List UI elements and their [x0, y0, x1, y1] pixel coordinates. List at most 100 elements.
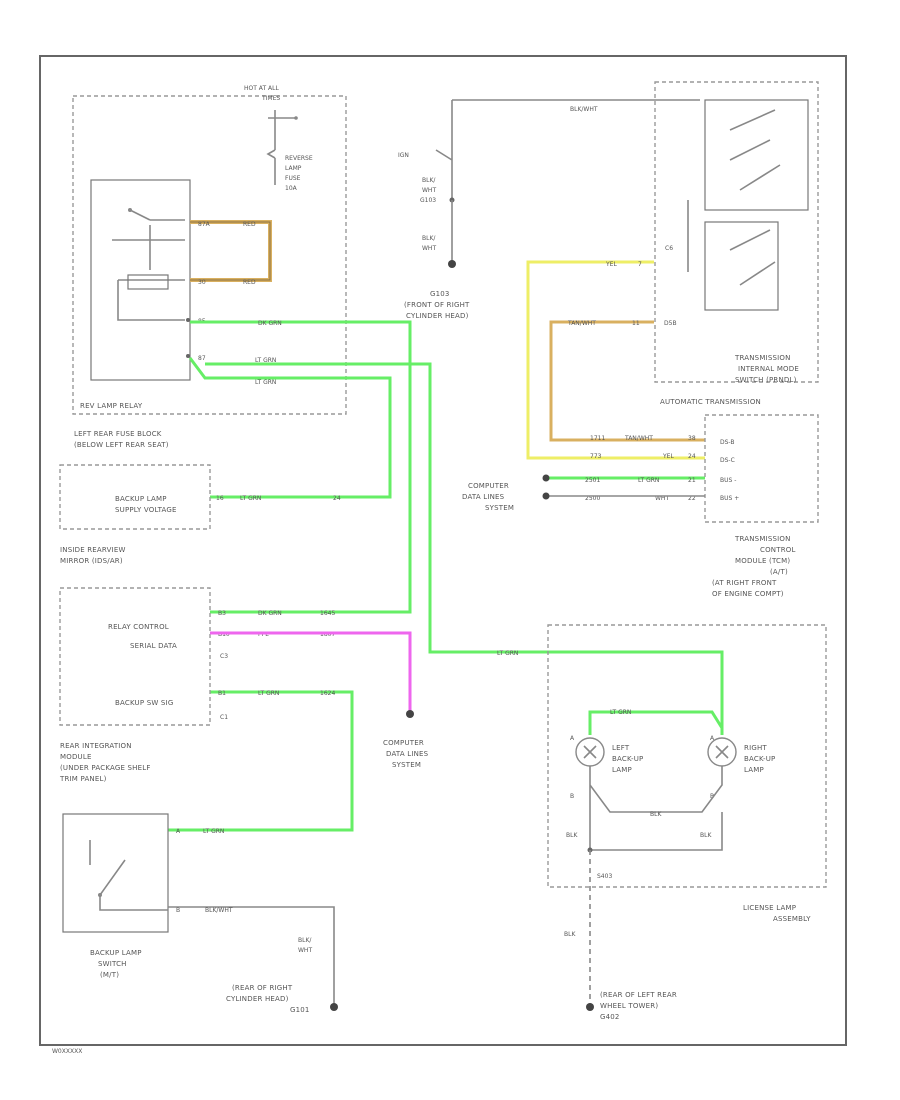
- wire-red-2: RED: [243, 279, 256, 286]
- relay-control-label: RELAY CONTROL: [108, 623, 169, 631]
- bus-minus-terminal: [542, 474, 550, 482]
- rim-wire-lt-grn: LT GRN: [258, 690, 279, 697]
- bus-plus-terminal: [542, 492, 550, 500]
- transmission-range-label: TRANSMISSION INTERNAL MODE SWITCH (PRNDL…: [734, 354, 801, 384]
- lt-grn-backup-lamp-feed: [205, 362, 724, 735]
- pin-7: 7: [638, 261, 642, 268]
- g402-ground: [586, 1003, 594, 1011]
- internal-mode-switch-a: [704, 99, 809, 211]
- dk-grn-relay-control-wire: [190, 320, 412, 614]
- backup-lamp-switch-box: [62, 813, 169, 933]
- pin-87a: 87A: [198, 221, 211, 228]
- ppl-serial-data-wire: [210, 631, 412, 712]
- left-lamp-pin-b: B: [570, 793, 574, 800]
- left-backup-lamp-label: LEFT BACK-UP LAMP: [612, 744, 646, 774]
- tcm-circuit-24: 24: [688, 453, 696, 460]
- tcm-terminal-bus-plus: BUS +: [720, 495, 739, 502]
- mirror-wire-color: LT GRN: [240, 495, 261, 502]
- blk-lamp-ground-wires: [589, 766, 723, 851]
- rim-pin-b3: B3: [218, 610, 226, 617]
- right-backup-lamp-label: RIGHT BACK-UP LAMP: [744, 744, 778, 774]
- g402-label: (REAR OF LEFT REAR WHEEL TOWER) G402: [600, 991, 679, 1021]
- relay-pin-87-dot: [186, 354, 190, 358]
- left-lamp-feed-label: LT GRN: [610, 709, 631, 716]
- automatic-transmission-label: AUTOMATIC TRANSMISSION: [660, 398, 761, 406]
- tcm-terminal-ds-b: DS-B: [720, 439, 735, 446]
- pin-d5b: D5B: [664, 320, 677, 327]
- blk-wht-top-wire: [435, 99, 700, 200]
- tcm-circuit-21: 21: [688, 477, 696, 484]
- computer-data-lines-label: COMPUTER DATA LINES SYSTEM: [383, 739, 431, 769]
- switch-pin-b: B: [176, 907, 180, 914]
- right-lamp-pin-a: A: [710, 735, 715, 742]
- pin-30: 30: [198, 279, 206, 286]
- tcm-wire-lt-grn: LT GRN: [638, 477, 659, 484]
- blk-label-4: BLK: [564, 931, 576, 938]
- lt-grn-left-lamp-wire: [588, 710, 724, 735]
- g103-ground: [448, 260, 456, 268]
- backup-lamp-supply-label: BACKUP LAMP SUPPLY VOLTAGE: [115, 495, 177, 514]
- tan-wht-wire: [549, 320, 705, 442]
- tcm-wire-tan-wht: TAN/WHT: [624, 435, 653, 442]
- red-wires-core: [190, 221, 271, 281]
- hot-bus-dot: [294, 116, 298, 120]
- relay-contacts: [112, 209, 185, 321]
- relay-pin-85-dot: [186, 318, 190, 322]
- inside-mirror-label: INSIDE REARVIEW MIRROR (IDS/AR): [60, 546, 128, 565]
- left-rear-fuse-block-box: [72, 95, 347, 415]
- green-wires: [168, 320, 724, 832]
- computer-data-lines-terminal: [406, 710, 414, 718]
- mirror-pin-24: 24: [333, 495, 341, 502]
- relay-coil: [127, 274, 169, 290]
- left-rear-fuse-block-label: LEFT REAR FUSE BLOCK (BELOW LEFT REAR SE…: [74, 430, 169, 449]
- backup-lamp-switch-label: BACKUP LAMP SWITCH (M/T): [90, 949, 144, 979]
- serial-data-label: SERIAL DATA: [130, 642, 177, 650]
- lamp-filaments: [583, 745, 729, 759]
- lt-grn-mirror-wire: [188, 357, 392, 499]
- yel-wire: [526, 260, 705, 460]
- blk-wht-label-2: BLK/ WHT: [422, 235, 437, 252]
- rim-circuit-1645: 1645: [320, 610, 335, 617]
- tcm-wire-wht: WHT: [655, 495, 669, 502]
- pin-c6: C6: [665, 245, 673, 252]
- left-lamp-pin-a: A: [570, 735, 575, 742]
- wire-dk-grn-label: DK GRN: [258, 320, 282, 327]
- switch-wire-blk-wht: BLK/WHT: [205, 907, 233, 914]
- tcm-circuit-38: 38: [688, 435, 696, 442]
- lt-grn-backup-sw-wire: [168, 690, 354, 832]
- license-lamp-assembly-label: LICENSE LAMP ASSEMBLY: [743, 904, 811, 923]
- tcm-pin-2501: 2501: [585, 477, 600, 484]
- backup-feed-lt-grn-label: LT GRN: [497, 650, 518, 657]
- switch-pin-a: A: [176, 828, 181, 835]
- ign-label: IGN: [398, 152, 409, 159]
- yel-label-top: YEL: [605, 261, 617, 268]
- connector-c3: C3: [220, 653, 228, 660]
- inside-mirror-box: [59, 464, 211, 530]
- diagram-frame: [39, 55, 847, 1046]
- mode-switch-contacts: [687, 109, 781, 286]
- backup-sw-sig-label: BACKUP SW SIG: [115, 699, 173, 707]
- license-lamp-assembly-box: [547, 624, 827, 888]
- tcm-computer-data-lines-label: COMPUTER DATA LINES SYSTEM: [462, 482, 514, 512]
- tcm-box: [704, 414, 819, 523]
- tcm-terminal-bus-minus: BUS -: [720, 477, 736, 484]
- wire-lt-grn-label-1: LT GRN: [255, 357, 276, 364]
- top-wire-label: BLK/WHT: [570, 106, 598, 113]
- blk-wht-label-1: BLK/ WHT G103: [420, 177, 438, 204]
- rear-integration-module-label: REAR INTEGRATION MODULE (UNDER PACKAGE S…: [59, 742, 153, 783]
- tan-wht-label-top: TAN/WHT: [567, 320, 596, 327]
- switch-pivot-dot: [98, 893, 102, 897]
- g101-label: (REAR OF RIGHT CYLINDER HEAD) G101: [226, 984, 310, 1014]
- rim-wire-dk-grn: DK GRN: [258, 610, 282, 617]
- switch-ground-wire-label: BLK/ WHT: [298, 937, 313, 954]
- tcm-pin-1711: 1711: [590, 435, 605, 442]
- red-wires: [190, 220, 272, 282]
- tcm-wire-yel: YEL: [662, 453, 674, 460]
- right-lamp-pin-b: B: [710, 793, 714, 800]
- backup-switch-contacts: [89, 840, 168, 911]
- wire-red-1: RED: [243, 221, 256, 228]
- rev-lamp-relay-label: REV LAMP RELAY: [80, 402, 143, 410]
- reverse-lamp-fuse-label: REVERSE LAMP FUSE 10A: [285, 155, 315, 192]
- rear-integration-module-box: [59, 587, 211, 726]
